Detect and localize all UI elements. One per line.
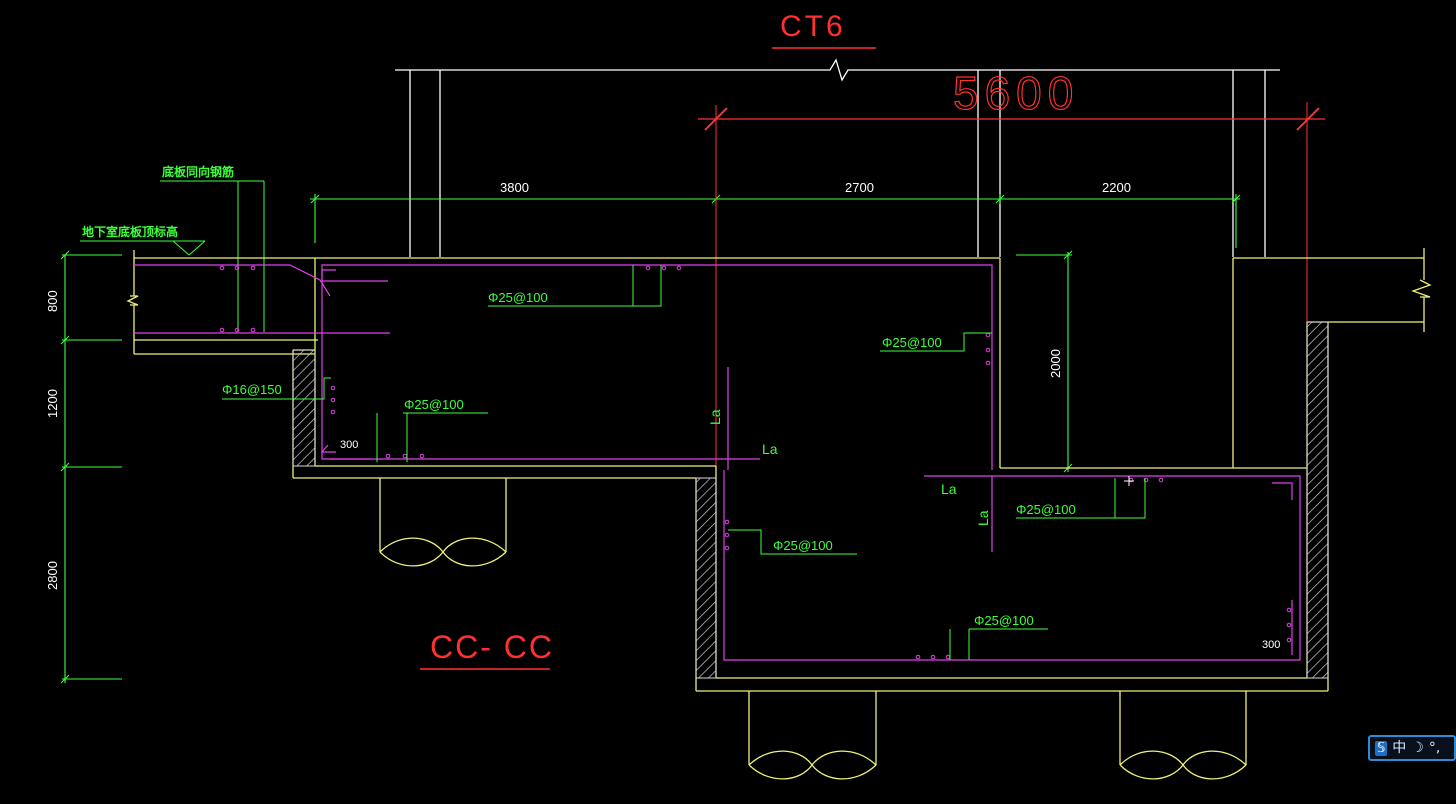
- rebar-label-left-wall: Φ16@150: [222, 382, 282, 397]
- ime-toolbar[interactable]: 𝕊 中 ☽ °,: [1368, 735, 1456, 761]
- overall-dimension-text: 5600: [953, 67, 1079, 119]
- rebar-label-left-bottom: Φ25@100: [404, 397, 464, 412]
- inner-dimension-2000: [1016, 250, 1073, 473]
- rebar-dots: [219, 265, 1292, 660]
- vertical-dimension-lines: [60, 250, 122, 684]
- centre-lines: [715, 102, 1308, 478]
- rebar-label-pit-wall: Φ25@100: [773, 538, 833, 553]
- structure-outline: [126, 248, 1432, 692]
- anchor-label-1: La: [762, 441, 778, 457]
- rebar-leaders: [222, 265, 1146, 660]
- moon-icon[interactable]: ☽: [1411, 740, 1424, 756]
- anchor-label-3: La: [941, 481, 957, 497]
- dimension-2800: 2800: [45, 561, 60, 590]
- annotation-leaders: [80, 180, 265, 332]
- cover-label-right: 300: [1262, 639, 1280, 651]
- hatched-walls: [292, 321, 1329, 679]
- annotation-rebar: 底板同向钢筋: [162, 164, 234, 179]
- anchor-label-2: La: [707, 409, 723, 425]
- annotation-elevation: 地下室底板顶标高: [82, 224, 178, 239]
- dimension-2200: 2200: [1102, 180, 1131, 195]
- dimension-800: 800: [45, 290, 60, 312]
- ime-logo-icon[interactable]: 𝕊: [1375, 740, 1388, 756]
- rebar-label-top: Φ25@100: [488, 290, 548, 305]
- section-label: CC- CC: [430, 629, 554, 665]
- ime-punctuation-toggle[interactable]: °,: [1428, 740, 1441, 756]
- dimension-1200: 1200: [45, 389, 60, 418]
- horizontal-dimension-lines: [310, 194, 1241, 248]
- drawing-title: CT6: [780, 10, 846, 43]
- rebar-label-right-wall: Φ25@100: [882, 335, 942, 350]
- dimension-3800: 3800: [500, 180, 529, 195]
- rebar-label-pit-bottom: Φ25@100: [974, 613, 1034, 628]
- rebar-lines: [134, 264, 1301, 661]
- ime-language-toggle[interactable]: 中: [1392, 740, 1407, 756]
- dimension-2000: 2000: [1048, 349, 1063, 378]
- piles: [379, 478, 1247, 780]
- rebar-label-pit-top: Φ25@100: [1016, 502, 1076, 517]
- anchor-label-4: La: [975, 510, 991, 526]
- dimension-2700: 2700: [845, 180, 874, 195]
- crosshair-cursor: [1124, 476, 1134, 486]
- cover-label-left: 300: [340, 439, 358, 451]
- top-break-line: [395, 58, 1280, 257]
